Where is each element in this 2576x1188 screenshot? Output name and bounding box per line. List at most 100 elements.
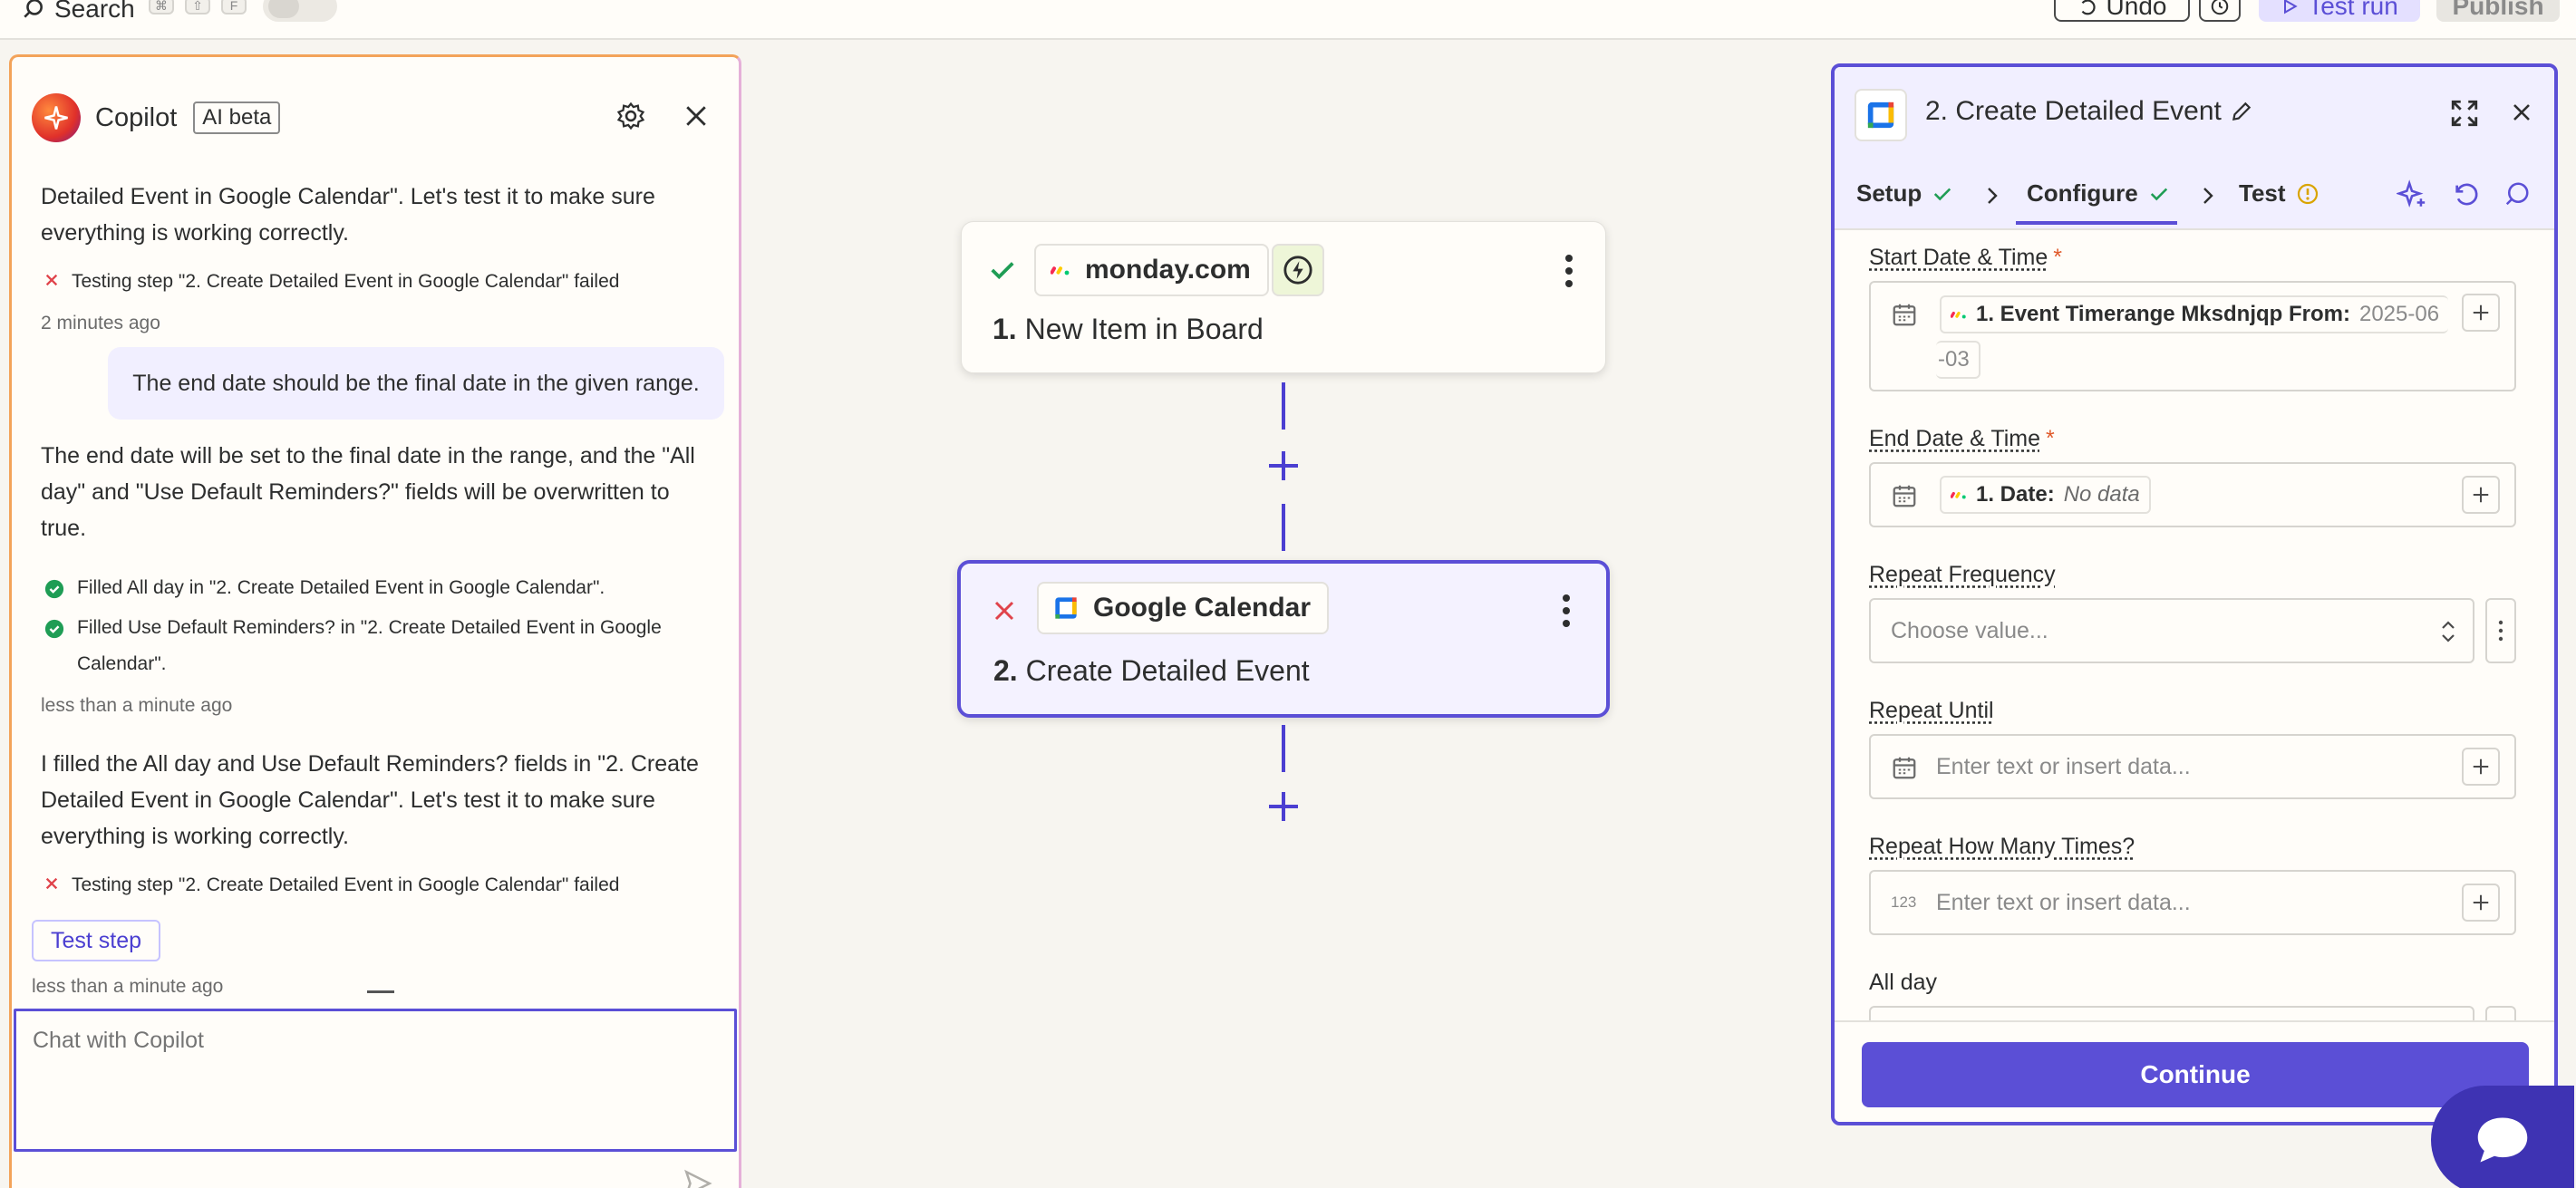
connector-line <box>1282 382 1285 430</box>
tab-label: Setup <box>1856 179 1922 207</box>
resize-handle[interactable] <box>367 990 394 993</box>
test-run-button[interactable]: Test run <box>2259 0 2420 22</box>
field-label-all-day: All day <box>1869 970 1937 996</box>
add-step-plus-icon[interactable] <box>1265 448 1302 484</box>
toggle-switch[interactable] <box>263 0 337 22</box>
insert-data-button[interactable] <box>2462 294 2500 332</box>
check-icon <box>1934 188 1951 200</box>
send-button[interactable] <box>683 1168 713 1188</box>
publish-label: Publish <box>2452 0 2544 20</box>
tab-label: Test <box>2239 179 2286 207</box>
timestamp: less than a minute ago <box>32 976 224 997</box>
ai-sparkle-icon[interactable] <box>2397 179 2427 210</box>
monday-logo-icon <box>1951 311 1966 319</box>
undo-label: Undo <box>2106 0 2167 20</box>
panel-title: 2. Create Detailed Event <box>1925 96 2222 126</box>
close-icon <box>686 106 706 126</box>
check-icon <box>2150 188 2167 200</box>
pencil-icon <box>2232 101 2252 121</box>
chevron-right-icon <box>1988 188 1998 204</box>
error-x-icon <box>994 601 1014 621</box>
kbd-shift: ⇧ <box>185 0 210 14</box>
timestamp: less than a minute ago <box>41 695 233 716</box>
panel-tabs: Setup Configure Test <box>1835 159 2554 230</box>
field-label-repeat-times: Repeat How Many Times? <box>1869 834 2135 860</box>
check-circle-icon <box>44 619 64 639</box>
status-success: Filled All day in "2. Create Detailed Ev… <box>44 570 715 606</box>
google-calendar-icon <box>1055 597 1077 619</box>
timestamp: 2 minutes ago <box>41 313 160 333</box>
status-text: Testing step "2. Create Detailed Event i… <box>72 271 620 292</box>
calendar-icon <box>1893 757 1916 779</box>
status-failed: Testing step "2. Create Detailed Event i… <box>44 264 715 300</box>
input-placeholder: Enter text or insert data... <box>1936 754 2191 779</box>
connector-line <box>1282 725 1285 772</box>
search-icon <box>24 0 43 18</box>
required-marker: * <box>2053 245 2063 270</box>
search-label: Search <box>54 0 135 23</box>
comment-icon[interactable] <box>2503 179 2531 208</box>
test-step-label: Test step <box>50 927 142 953</box>
tab-setup[interactable]: Setup <box>1856 179 1952 208</box>
data-pill-event-timerange[interactable]: 1. Event Timerange Mksdnjqp From: 2025-0… <box>1940 295 2449 333</box>
calendar-icon <box>1893 304 1916 326</box>
add-step-plus-icon[interactable] <box>1265 788 1302 825</box>
start-date-field[interactable]: 1. Event Timerange Mksdnjqp From: 2025-0… <box>1869 281 2516 391</box>
tab-label: Configure <box>2027 179 2138 207</box>
repeat-until-field[interactable]: Enter text or insert data... <box>1869 734 2516 799</box>
close-copilot-button[interactable] <box>684 104 708 132</box>
tab-test[interactable]: Test <box>2239 179 2319 208</box>
more-options-button[interactable] <box>1565 255 1573 293</box>
check-circle-icon <box>44 579 64 599</box>
user-message-text: The end date should be the final date in… <box>132 370 700 396</box>
step-name: New Item in Board <box>1024 313 1264 345</box>
data-pill-date[interactable]: 1. Date: No data <box>1940 476 2151 514</box>
publish-button[interactable]: Publish <box>2436 0 2560 22</box>
label-text: Repeat Frequency <box>1869 562 2056 587</box>
field-options-button[interactable] <box>2485 598 2516 663</box>
assistant-message: I filled the All day and Use Default Rem… <box>41 751 699 849</box>
repeat-frequency-select[interactable]: Choose value... <box>1869 598 2474 663</box>
pill-label: 1. Date: <box>1976 482 2055 507</box>
status-failed: Testing step "2. Create Detailed Event i… <box>44 867 715 903</box>
edit-title-button[interactable] <box>2230 100 2253 128</box>
search-button[interactable]: Search <box>22 0 135 24</box>
end-date-field[interactable]: 1. Date: No data <box>1869 462 2516 527</box>
chevron-right-icon <box>2203 188 2213 204</box>
insert-data-button[interactable] <box>2462 884 2500 922</box>
refresh-icon[interactable] <box>2451 179 2480 208</box>
step-node-2[interactable]: Google Calendar 2. Create Detailed Event <box>957 560 1610 718</box>
tab-configure[interactable]: Configure <box>2027 179 2169 208</box>
label-text: Repeat How Many Times? <box>1869 834 2135 859</box>
insert-data-button[interactable] <box>2462 748 2500 786</box>
step-node-1[interactable]: monday.com 1. New Item in Board <box>961 221 1606 373</box>
undo-button[interactable]: Undo <box>2054 0 2190 22</box>
copilot-title: Copilot <box>95 102 178 132</box>
label-text: Start Date & Time <box>1869 245 2048 270</box>
step-title: 2. Create Detailed Event <box>993 654 1310 688</box>
field-label-start-date: Start Date & Time* <box>1869 245 2062 271</box>
test-step-button[interactable]: Test step <box>32 920 160 961</box>
label-text: Repeat Until <box>1869 698 1994 723</box>
monday-logo-icon <box>1951 491 1966 499</box>
repeat-times-field[interactable]: 123 Enter text or insert data... <box>1869 870 2516 935</box>
google-calendar-icon <box>1867 101 1894 129</box>
step-title: 1. New Item in Board <box>993 313 1264 346</box>
insert-data-button[interactable] <box>2462 476 2500 514</box>
expand-button[interactable] <box>2449 98 2480 133</box>
settings-button[interactable] <box>615 101 646 136</box>
close-icon <box>2513 104 2530 121</box>
support-chat-button[interactable] <box>2431 1086 2574 1188</box>
ai-beta-badge: AI beta <box>193 101 281 134</box>
kbd-f: F <box>221 0 247 14</box>
plus-icon <box>2473 487 2489 503</box>
close-panel-button[interactable] <box>2511 101 2532 128</box>
up-down-chevron-icon <box>2442 621 2455 642</box>
continue-button[interactable]: Continue <box>1862 1042 2529 1107</box>
pill-value: 2025-06 <box>2358 302 2440 326</box>
history-button[interactable] <box>2199 0 2241 22</box>
chat-input[interactable] <box>14 1009 737 1152</box>
plus-icon <box>2473 304 2489 321</box>
more-options-button[interactable] <box>1563 594 1570 633</box>
field-label-repeat-until: Repeat Until <box>1869 698 1994 724</box>
